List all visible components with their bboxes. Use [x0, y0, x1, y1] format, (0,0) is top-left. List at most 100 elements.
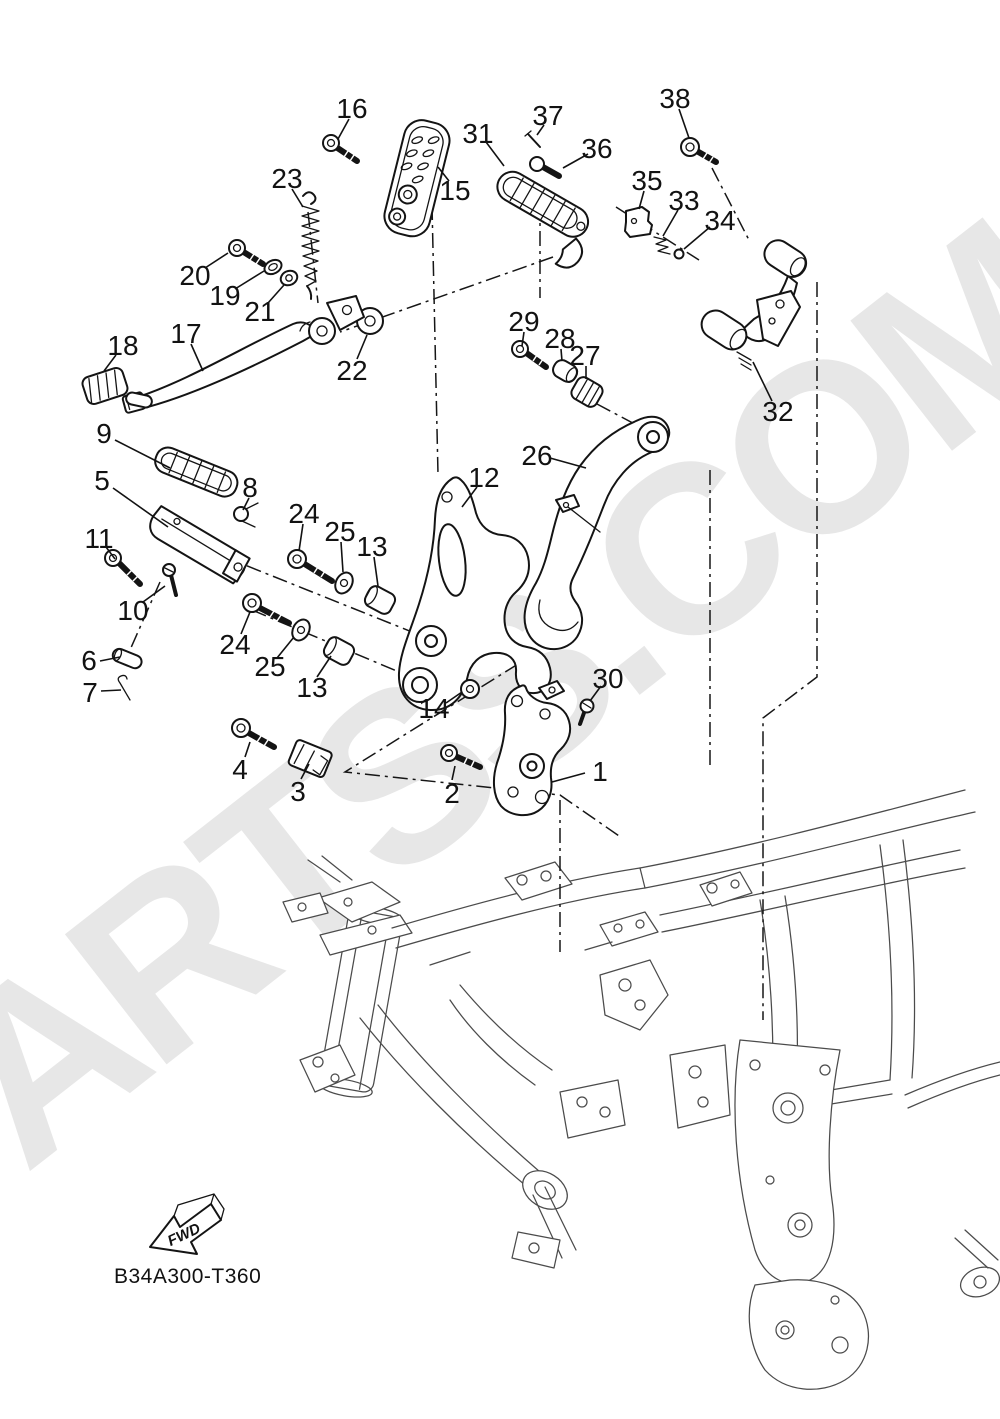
callout-leader-1: [551, 772, 586, 783]
washer-21: [279, 269, 299, 287]
callout-leader-29: [521, 331, 525, 347]
callout-leader-33: [662, 209, 679, 237]
callout-leader-11: [105, 546, 116, 560]
part-33-spring: [653, 236, 671, 255]
callout-21: 21: [244, 296, 275, 327]
callout-leader-28: [560, 348, 563, 362]
part-35-bracket: [624, 206, 653, 238]
washer-14: [460, 679, 480, 699]
motorcycle-frame: [282, 789, 1000, 1390]
callout-leader-6: [99, 656, 121, 662]
part-18-spring: [81, 367, 153, 409]
callout-leader-36: [562, 153, 589, 169]
callout-37: 37: [532, 100, 563, 131]
pin-6: [111, 647, 143, 670]
callout-leader-21: [267, 284, 285, 304]
callout-22: 22: [336, 355, 367, 386]
callout-leader-12: [461, 486, 478, 508]
callout-17: 17: [170, 318, 201, 349]
callout-24: 24: [219, 629, 250, 660]
collar-13-lower: [322, 636, 356, 666]
callout-leader-24: [240, 611, 251, 635]
callout-leader-2: [451, 765, 456, 781]
callout-25: 25: [254, 651, 285, 682]
callout-23: 23: [271, 163, 302, 194]
callout-leader-37: [536, 124, 545, 136]
callout-leader-4: [244, 741, 251, 758]
callout-leader-34: [683, 226, 711, 250]
bolt-29: [511, 340, 549, 370]
callout-leader-13: [373, 556, 379, 587]
bolt-38: [680, 137, 719, 165]
callout-35: 35: [631, 165, 662, 196]
o-ring-19: [263, 258, 283, 276]
callout-1: 1: [592, 756, 608, 787]
callout-leader-22: [356, 334, 368, 360]
callout-33: 33: [668, 185, 699, 216]
callout-30: 30: [592, 663, 623, 694]
callout-12: 12: [468, 462, 499, 493]
callout-28: 28: [544, 323, 575, 354]
callout-leader-14: [445, 691, 463, 704]
screw-10: [162, 563, 178, 597]
part-9-footrest-plate: [154, 446, 239, 498]
bushing-27: [570, 376, 604, 408]
callout-leader-25: [276, 636, 295, 659]
callout-9: 9: [96, 418, 112, 449]
collar-13-upper: [363, 585, 397, 615]
callout-5: 5: [94, 465, 110, 496]
callout-leader-7: [100, 689, 122, 692]
callout-32: 32: [762, 396, 793, 427]
part-23-spring: [301, 191, 320, 300]
callout-29: 29: [508, 306, 539, 337]
washer-25-lower: [291, 618, 311, 642]
callout-leader-26: [549, 457, 587, 469]
callout-19: 19: [209, 280, 240, 311]
cotter-pin-7: [117, 674, 131, 701]
callout-leader-35: [638, 190, 645, 210]
callout-11: 11: [84, 523, 113, 554]
bolt-11: [104, 549, 143, 587]
bolt-2: [440, 744, 483, 770]
callout-10: 10: [117, 595, 148, 626]
callout-leader-18: [103, 354, 117, 372]
part-34-ball: [673, 248, 685, 260]
callout-34: 34: [704, 205, 735, 236]
callout-7: 7: [82, 677, 98, 708]
callout-leader-13: [316, 655, 332, 678]
washer-25-upper: [334, 571, 354, 595]
diagram-code: B34A300-T360: [114, 1265, 261, 1288]
pin-36: [529, 156, 562, 179]
callout-leader-16: [337, 118, 350, 140]
callout-24: 24: [288, 498, 319, 529]
callout-13: 13: [356, 531, 387, 562]
bolt-20: [228, 239, 266, 267]
bolt-24-upper: [287, 549, 335, 584]
spacer-28: [552, 359, 579, 383]
bolt-4: [231, 718, 277, 750]
callout-20: 20: [179, 260, 210, 291]
callout-leader-9: [114, 439, 171, 469]
callout-leader-32: [752, 361, 773, 402]
callout-leader-30: [589, 685, 602, 702]
callout-14: 14: [418, 693, 449, 724]
part-5-footrest-base: [149, 505, 251, 585]
callout-15: 15: [439, 175, 470, 206]
callout-18: 18: [107, 330, 138, 361]
part-8-spring: [233, 502, 259, 528]
callout-26: 26: [521, 440, 552, 471]
callout-31: 31: [462, 118, 493, 149]
callout-4: 4: [232, 754, 248, 785]
screw-30: [578, 698, 595, 726]
watermark: PARTSS.COM: [0, 173, 1000, 1297]
callout-leader-19: [234, 270, 265, 290]
callout-leader-17: [190, 343, 204, 372]
callout-leader-38: [678, 108, 690, 139]
part-17-brake-pedal: [121, 295, 365, 414]
callout-leader-23: [291, 188, 304, 208]
callout-25: 25: [324, 516, 355, 547]
pin-37: [524, 130, 541, 148]
callout-leader-8: [242, 497, 250, 511]
bolt-16: [322, 134, 360, 164]
